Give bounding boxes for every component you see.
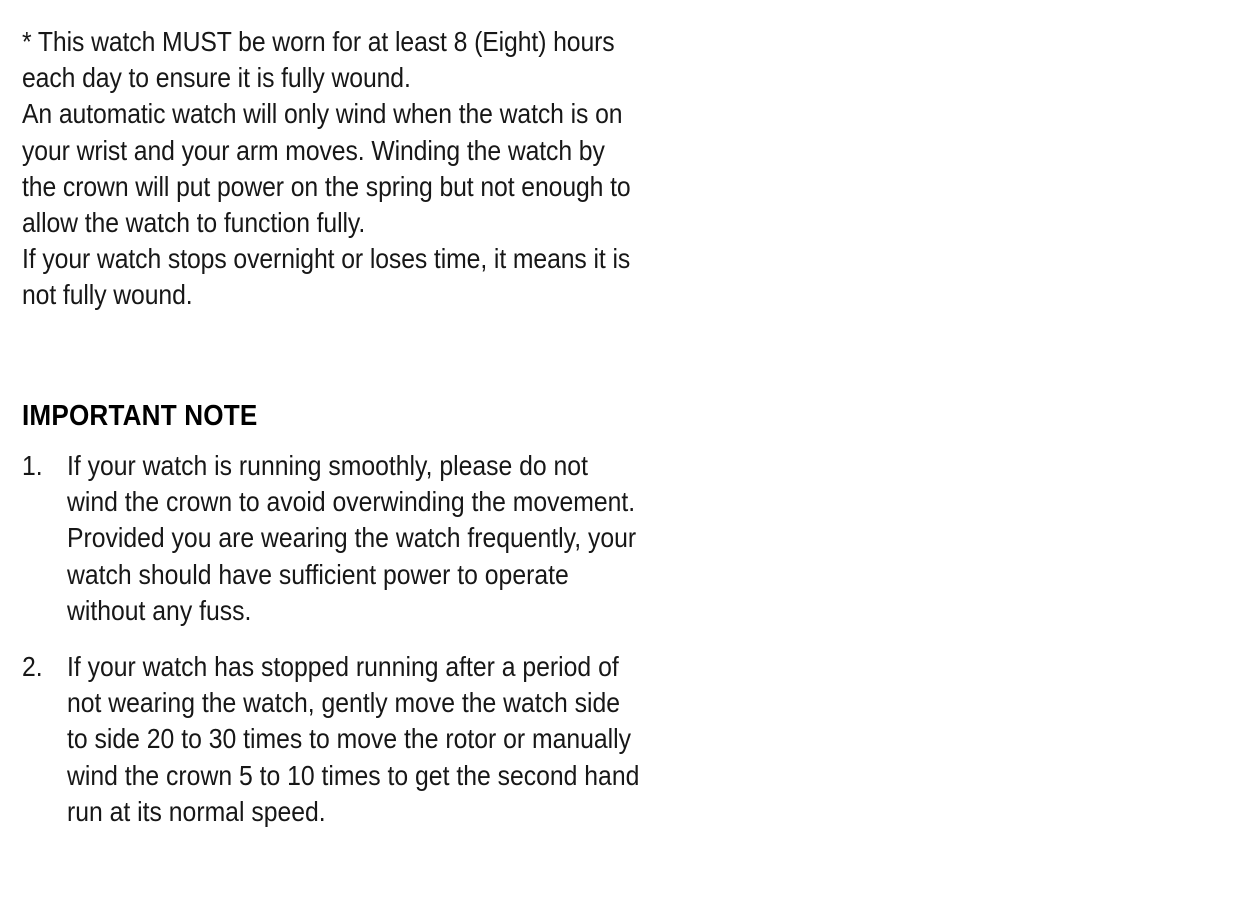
list-item-text: If your watch has stopped running after … bbox=[67, 651, 640, 827]
list-item-number: 1. bbox=[22, 450, 43, 481]
list-item: 1. If your watch is running smoothly, pl… bbox=[0, 448, 707, 629]
list-item: 2. If your watch has stopped running aft… bbox=[0, 649, 707, 830]
list-gap bbox=[0, 629, 707, 649]
intro-paragraph-3-text: If your watch stops overnight or loses t… bbox=[22, 243, 631, 311]
intro-paragraph-1-text: * This watch MUST be worn for at least 8… bbox=[22, 26, 615, 94]
intro-paragraph-1: * This watch MUST be worn for at least 8… bbox=[22, 24, 712, 96]
list-item-text: If your watch is running smoothly, pleas… bbox=[67, 450, 637, 626]
intro-paragraph-group: * This watch MUST be worn for at least 8… bbox=[0, 24, 712, 314]
intro-paragraph-2-text: An automatic watch will only wind when t… bbox=[22, 98, 631, 239]
intro-paragraph-2: An automatic watch will only wind when t… bbox=[22, 96, 712, 241]
important-note-heading-text: IMPORTANT NOTE bbox=[22, 400, 258, 432]
intro-paragraph-3: If your watch stops overnight or loses t… bbox=[22, 241, 712, 313]
list-item-number: 2. bbox=[22, 651, 43, 683]
important-note-list: 1. If your watch is running smoothly, pl… bbox=[0, 448, 707, 830]
important-note-heading: IMPORTANT NOTE bbox=[22, 400, 284, 433]
